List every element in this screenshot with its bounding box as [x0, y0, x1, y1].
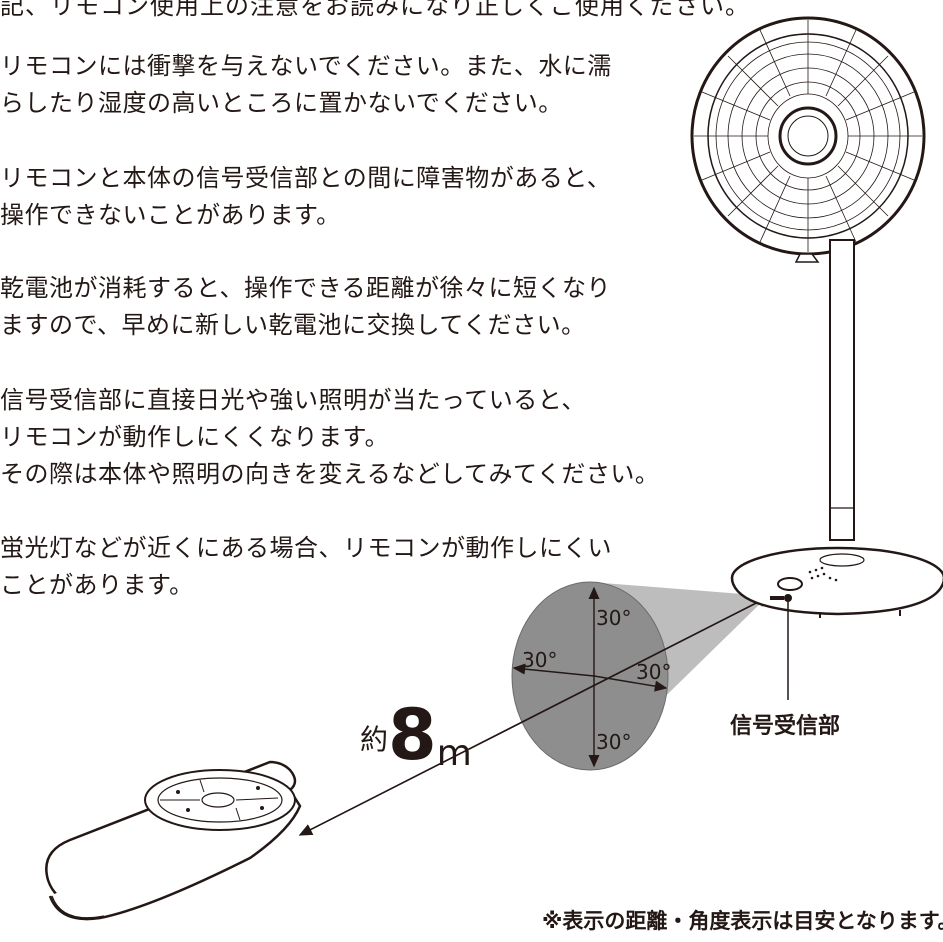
note-battery: 乾電池が消耗すると、操作できる距離が徐々に短くなり ますので、早めに新しい乾電池…: [0, 270, 611, 344]
fan-illustration: [690, 16, 943, 618]
distance-unit: m: [436, 733, 472, 774]
base-dots: [808, 566, 838, 582]
distance-value: 8: [388, 694, 437, 776]
angle-label-left: 30°: [522, 648, 558, 672]
note-line: リモコンには衝撃を与えないでください。また、水に濡: [0, 52, 612, 80]
note-line: 蛍光灯などが近くにある場合、リモコンが動作しにくい: [0, 534, 613, 562]
note-line: 操作できないことがあります。: [0, 201, 341, 229]
remote-illustration: [45, 760, 302, 921]
angle-label-bottom: 30°: [596, 730, 632, 754]
angle-label-right: 30°: [636, 660, 672, 684]
note-line: リモコンが動作しにくくなります。: [0, 423, 390, 451]
power-button-on-base: [777, 577, 803, 591]
sensor-callout: [784, 594, 792, 700]
distance-arrow: [298, 595, 772, 836]
note-obstacles: リモコンと本体の信号受信部との間に障害物があると、 操作できないことがあります。: [0, 160, 611, 234]
distance-prefix: 約: [360, 723, 389, 756]
header-cut-text: 記、リモコン使用上の注意をお読みになり正しくご使用ください。: [0, 0, 750, 20]
sensor-label: 信号受信部: [730, 714, 841, 739]
note-sunlight: 信号受信部に直接日光や強い照明が当たっていると、 リモコンが動作しにくくなります…: [0, 382, 659, 493]
note-line: 信号受信部に直接日光や強い照明が当たっていると、: [0, 386, 586, 414]
distance-label: 約8m: [360, 690, 472, 774]
note-impact-humidity: リモコンには衝撃を与えないでください。また、水に濡 らしたり湿度の高いところに置…: [0, 48, 612, 122]
footnote: ※表示の距離・角度表示は目安となります。: [542, 909, 943, 933]
usage-notes: リモコンには衝撃を与えないでください。また、水に濡 らしたり湿度の高いところに置…: [0, 0, 659, 620]
note-fluorescent: 蛍光灯などが近くにある場合、リモコンが動作しにくい ことがあります。: [0, 530, 612, 604]
note-line: リモコンと本体の信号受信部との間に障害物があると、: [0, 164, 612, 192]
signal-cone: [511, 581, 768, 771]
note-line: らしたり湿度の高いところに置かないでください。: [0, 89, 563, 117]
note-line: その際は本体や照明の向きを変えるなどしてみてください。: [0, 460, 660, 488]
angle-label-top: 30°: [596, 606, 632, 630]
note-line: 乾電池が消耗すると、操作できる距離が徐々に短くなり: [0, 274, 612, 302]
remote-center-button: [201, 792, 235, 808]
note-line: ことがあります。: [0, 571, 194, 599]
note-line: ますので、早めに新しい乾電池に交換してください。: [0, 311, 586, 339]
